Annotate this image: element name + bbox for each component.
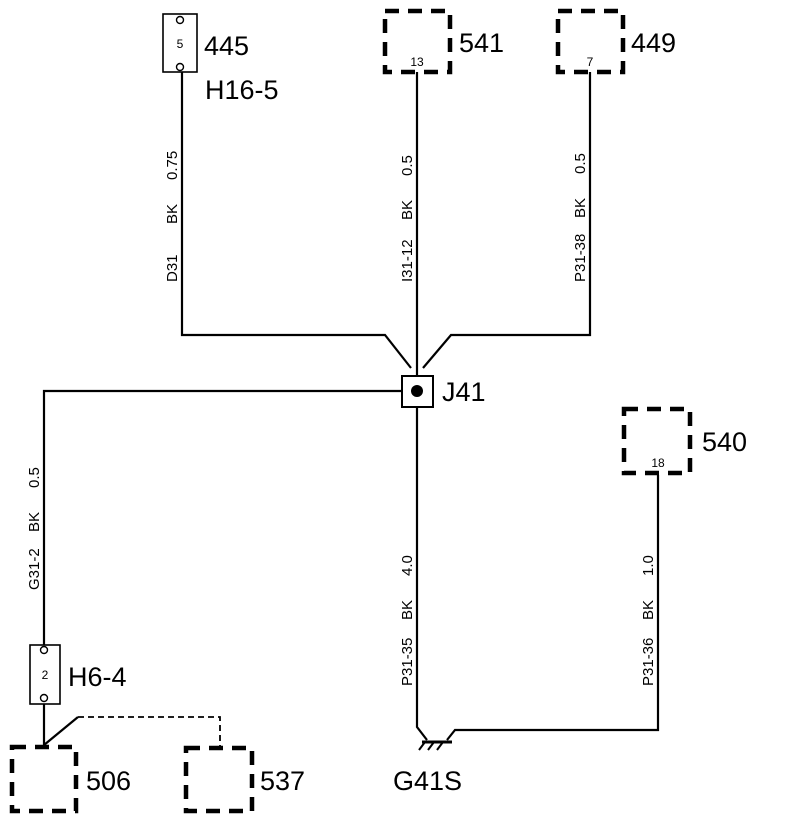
wire-h6-4-506: [42, 704, 79, 748]
ground-id: G41S: [393, 766, 462, 796]
connector-506-id: 506: [86, 766, 131, 796]
wire-449-circuit: P31-38: [572, 234, 589, 282]
connector-537-id: 537: [260, 766, 305, 796]
wire-dashed-537: [78, 716, 221, 748]
wires: [42, 72, 660, 748]
connector-540-pin: 18: [651, 456, 665, 470]
wire-449: [422, 72, 592, 369]
wire-541-color: BK: [399, 200, 416, 220]
connector-h6-4-pin: 2: [42, 668, 49, 682]
wire-540-circuit: P31-36: [640, 638, 657, 686]
wire-541-circuit: I31-12: [399, 239, 416, 282]
wire-541-label: I31-12 BK 0.5: [399, 155, 416, 282]
connector-449-pin: 7: [587, 55, 594, 69]
wire-540-label: P31-36 BK 1.0: [640, 555, 657, 686]
wire-541-gauge: 0.5: [399, 155, 416, 176]
wire-445-circuit: D31: [164, 254, 181, 282]
wire-540: [446, 475, 660, 741]
wire-ground-label: P31-35 BK 4.0: [399, 555, 416, 686]
connector-445[interactable]: 5: [162, 13, 198, 73]
wire-h6-4-label: G31-2 BK 0.5: [26, 467, 43, 590]
connector-540[interactable]: 18: [621, 406, 693, 476]
wire-449-color: BK: [572, 198, 589, 218]
wire-445-label: D31 BK 0.75: [164, 151, 181, 282]
wire-445-color: BK: [164, 204, 181, 224]
connector-h6-4[interactable]: 2: [29, 644, 61, 705]
connector-541[interactable]: 13: [382, 8, 453, 75]
wire-ground-circuit: P31-35: [399, 638, 416, 686]
wire-540-color: BK: [640, 600, 657, 620]
wire-445: [180, 72, 412, 369]
wire-h6-4-color: BK: [26, 512, 43, 532]
wire-ground: [415, 407, 428, 741]
wire-449-gauge: 0.5: [572, 153, 589, 174]
splice-id: J41: [442, 377, 486, 407]
connector-506[interactable]: [9, 744, 79, 814]
connector-h6-4-location: H6-4: [68, 662, 127, 692]
wire-445-gauge: 0.75: [164, 151, 181, 180]
connector-445-id: 445: [204, 31, 249, 61]
connector-445-pin: 5: [177, 37, 184, 51]
connector-449[interactable]: 7: [555, 8, 626, 75]
connector-541-id: 541: [459, 28, 504, 58]
wire-ground-gauge: 4.0: [399, 555, 416, 576]
connector-540-id: 540: [702, 427, 747, 457]
wire-ground-color: BK: [399, 600, 416, 620]
connector-445-location: H16-5: [205, 75, 279, 105]
wire-h6-4: [42, 389, 402, 645]
wire-540-gauge: 1.0: [640, 555, 657, 576]
wire-h6-4-circuit: G31-2: [26, 548, 43, 590]
connector-537[interactable]: [183, 745, 255, 814]
wire-h6-4-gauge: 0.5: [26, 467, 43, 488]
connector-449-id: 449: [631, 28, 676, 58]
splice-j41[interactable]: [401, 375, 434, 408]
wire-449-label: P31-38 BK 0.5: [572, 153, 589, 282]
ground-g41s[interactable]: [418, 740, 452, 751]
connector-541-pin: 13: [410, 55, 424, 69]
